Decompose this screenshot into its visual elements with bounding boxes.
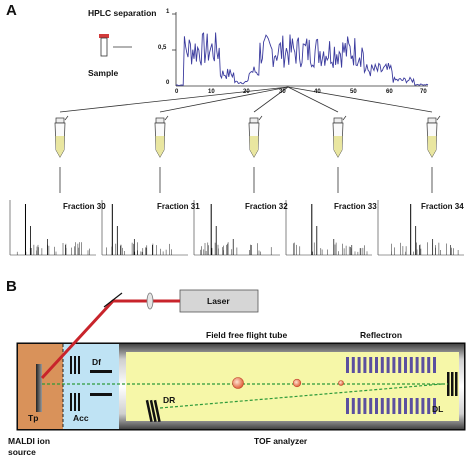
reflectron-electrode (346, 398, 349, 414)
reflectron-electrode (386, 357, 390, 373)
flight-tube-inner (126, 352, 459, 421)
reflectron-electrode (409, 357, 413, 373)
reflectron-electrode (369, 398, 373, 414)
hplc-title: HPLC separation (88, 8, 157, 18)
reflectron-electrode (351, 357, 355, 373)
ion-large (232, 377, 244, 389)
reflectron-electrode (427, 357, 431, 373)
laser-label: Laser (207, 296, 230, 306)
sample-label: Sample (88, 68, 119, 78)
fraction-32-label: Fraction 32 (245, 202, 288, 211)
reflectron-electrode (421, 398, 425, 414)
mass-spectrum-thumbnail (193, 200, 280, 256)
laser-lens-icon (146, 292, 154, 310)
reflectron-electrode (357, 357, 361, 373)
reflectron-electrode (357, 398, 361, 414)
reflectron-electrode (375, 357, 378, 373)
deflector-plates (90, 370, 112, 396)
tof-analyzer-label: TOF analyzer (254, 436, 308, 446)
chromatogram-axes (172, 12, 428, 87)
laser-mirror-icon (103, 292, 123, 308)
ion-medium (292, 378, 302, 388)
reflectron-electrode (433, 398, 436, 414)
sample-vial-icon (99, 34, 132, 57)
reflectron-electrodes (346, 357, 436, 414)
fraction-34-label: Fraction 34 (421, 202, 464, 211)
reflectron-detector (145, 399, 161, 422)
reflected-ion-path (159, 383, 443, 409)
panel-a-letter: A (6, 2, 17, 19)
reflectron-electrode (363, 398, 367, 414)
mass-spectrum-thumbnail (9, 200, 96, 256)
reflectron-electrode (398, 357, 402, 373)
reflectron-electrode (404, 357, 407, 373)
fraction-31-label: Fraction 31 (157, 202, 200, 211)
x-tick-50: 50 (350, 89, 357, 95)
reflectron-electrode (380, 398, 384, 414)
x-tick-60: 60 (386, 89, 393, 95)
reflectron-electrode (392, 398, 396, 414)
linear-detector (447, 372, 458, 396)
reflectron-electrode (427, 398, 431, 414)
reflectron-electrode (415, 357, 419, 373)
collection-tube-icon (248, 115, 263, 193)
reflectron-electrode (369, 357, 373, 373)
df-label: Df (92, 357, 101, 367)
reflectron-electrode (421, 357, 425, 373)
reflectron-electrode (392, 357, 396, 373)
mass-spectrum-thumbnail (101, 200, 188, 256)
reflectron-electrode (415, 398, 419, 414)
collection-tubes (54, 115, 441, 193)
reflectron-electrode (351, 398, 355, 414)
reflectron-electrode (433, 357, 436, 373)
collection-tube-icon (154, 115, 169, 193)
target-plate (36, 364, 42, 412)
fraction-30-label: Fraction 30 (63, 202, 106, 211)
maldi-source-label-line2: source (8, 447, 36, 457)
dr-label: DR (163, 395, 176, 405)
y-tick-0-5: 0,5 (158, 45, 167, 51)
collection-tube-icon (426, 115, 441, 193)
laser-beam (40, 299, 180, 380)
reflectron-electrode (409, 398, 413, 414)
mass-spectra (9, 200, 464, 256)
x-tick-70: 70 (420, 89, 427, 95)
x-tick-40: 40 (314, 89, 321, 95)
panel-a-graphics (9, 12, 464, 256)
dl-label: DL (432, 404, 444, 414)
reflectron-label: Reflectron (360, 330, 403, 340)
acceleration-region (63, 344, 119, 429)
tp-label: Tp (28, 413, 39, 423)
reflectron-electrode (375, 398, 378, 414)
y-tick-0: 0 (166, 80, 170, 86)
reflectron-electrode (380, 357, 384, 373)
maldi-source-label-line1: MALDI ion (8, 436, 51, 446)
y-tick-1: 1 (166, 9, 170, 15)
reflectron-electrode (398, 398, 402, 414)
reflectron-electrode (404, 398, 407, 414)
collection-tube-icon (332, 115, 347, 193)
panel-b-letter: B (6, 278, 17, 295)
ion-small (338, 380, 344, 386)
acc-label: Acc (73, 413, 89, 423)
reflectron-electrode (386, 398, 390, 414)
reflectron-electrode (346, 357, 349, 373)
x-tick-20: 20 (243, 89, 250, 95)
chromatogram-trace (176, 32, 429, 87)
mass-spectrum-thumbnail (285, 200, 372, 256)
acceleration-grids (70, 356, 80, 411)
x-tick-30: 30 (279, 89, 286, 95)
flight-tube-label: Field free flight tube (206, 330, 288, 340)
collection-tube-icon (54, 115, 69, 193)
mass-spectrum-thumbnail (377, 200, 464, 256)
fraction-fan-lines (59, 86, 433, 113)
fraction-33-label: Fraction 33 (334, 202, 377, 211)
x-tick-0: 0 (175, 89, 179, 95)
x-tick-10: 10 (208, 89, 215, 95)
reflectron-electrode (363, 357, 367, 373)
